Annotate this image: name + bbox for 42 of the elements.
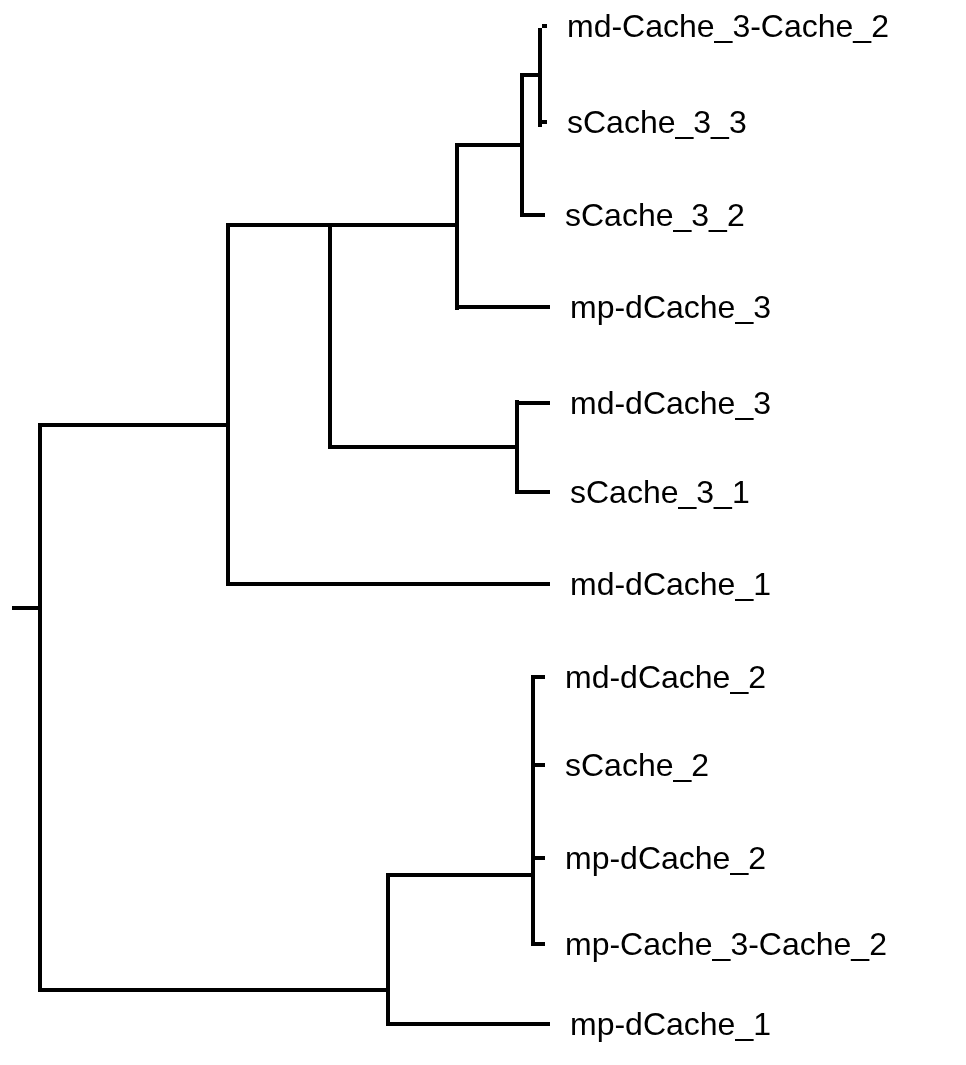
tree-branch	[42, 988, 386, 992]
leaf-label: md-Cache_3-Cache_2	[547, 7, 889, 45]
clade-bar	[520, 73, 524, 217]
tree-branch	[230, 582, 550, 586]
clade-bar	[531, 675, 535, 946]
tree-branch	[459, 143, 520, 147]
leaf-label: mp-dCache_1	[550, 1005, 771, 1043]
leaf-label: md-dCache_2	[545, 658, 766, 696]
tree-branch	[535, 856, 545, 860]
tree-branch	[542, 24, 547, 28]
tree-branch	[542, 120, 547, 124]
tree-branch	[42, 423, 226, 427]
clade-bar	[386, 873, 390, 1026]
tree-branch	[12, 606, 38, 610]
tree-branch	[332, 445, 515, 449]
clade-bar	[515, 400, 519, 494]
tree-branch	[519, 401, 550, 405]
tree-branch	[524, 213, 545, 217]
tree-branch	[459, 305, 550, 309]
clade-bar	[226, 223, 230, 586]
tree-branch	[535, 675, 545, 679]
clade-bar	[538, 28, 542, 127]
clade-bar	[38, 423, 42, 992]
tree-branch	[390, 873, 531, 877]
clade-bar	[455, 143, 459, 310]
leaf-label: md-dCache_1	[550, 565, 771, 603]
leaf-label: mp-Cache_3-Cache_2	[545, 925, 887, 963]
tree-branch	[535, 942, 545, 946]
leaf-label: sCache_3_2	[545, 196, 745, 234]
clade-bar	[328, 223, 332, 449]
leaf-label: sCache_3_1	[550, 473, 750, 511]
leaf-label: mp-dCache_3	[550, 288, 771, 326]
tree-branch	[519, 490, 550, 494]
tree-branch	[535, 763, 545, 767]
leaf-label: md-dCache_3	[550, 384, 771, 422]
tree-branch	[230, 223, 328, 227]
tree-branch	[524, 73, 538, 77]
leaf-label: sCache_2	[545, 746, 710, 784]
tree-branch	[332, 223, 455, 227]
leaf-label: sCache_3_3	[547, 103, 747, 141]
leaf-label: mp-dCache_2	[545, 839, 766, 877]
tree-branch	[390, 1022, 550, 1026]
